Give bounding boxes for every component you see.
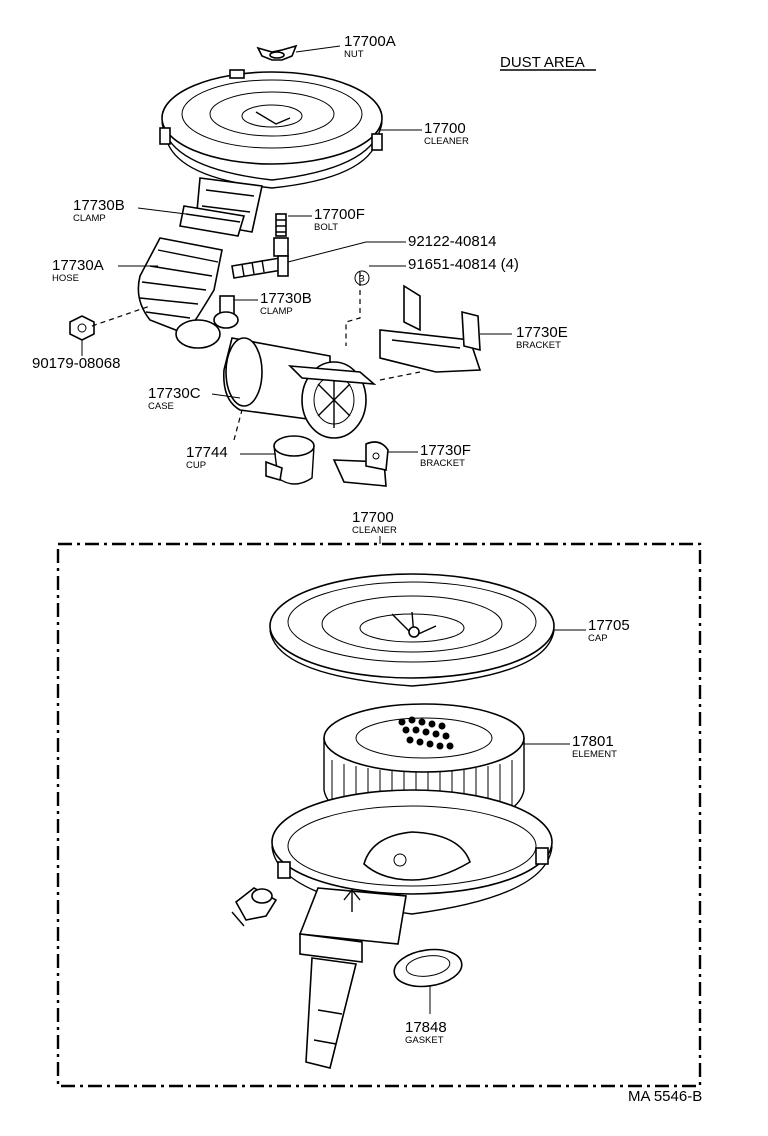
callout-17705: 17705 CAP	[554, 617, 630, 644]
part-name-bolt: BOLT	[314, 222, 338, 233]
cap-part	[269, 573, 555, 687]
cup-part	[265, 435, 315, 485]
part-number-17700: 17700	[424, 120, 466, 137]
part-number-17730B-mid: 17730B	[260, 290, 312, 307]
wing-nut-part	[256, 44, 298, 61]
upper-assembly-drawing	[69, 44, 482, 487]
latch-part	[231, 887, 278, 927]
part-number-17848: 17848	[405, 1019, 447, 1036]
part-number-17730F: 17730F	[420, 442, 471, 459]
bolt-part	[231, 213, 289, 279]
part-number-17730B-top: 17730B	[73, 197, 125, 214]
part-name-nut: NUT	[344, 49, 364, 60]
part-number-17744: 17744	[186, 444, 228, 461]
assembly-callout-17700: 17700 CLEANER	[352, 509, 397, 544]
callout-17700F: 17700F BOLT	[288, 206, 365, 233]
dust-area-label: DUST AREA	[500, 54, 585, 71]
part-number-91651: 91651-40814 (4)	[408, 256, 519, 273]
case-part	[223, 337, 377, 439]
callout-17730B-top: 17730B CLAMP	[73, 197, 187, 224]
part-number-17700F: 17700F	[314, 206, 365, 223]
part-name-bracket-e: BRACKET	[516, 340, 561, 351]
part-name-cleaner: CLEANER	[424, 136, 469, 147]
callout-17700A: 17700A NUT	[295, 33, 396, 60]
assembly-number: 17700	[352, 509, 394, 526]
part-number-92122: 92122-40814	[408, 233, 496, 250]
part-number-17730C: 17730C	[148, 385, 201, 402]
housing-base-part	[271, 789, 553, 1069]
part-number-90179: 90179-08068	[32, 355, 120, 372]
callout-90179: 90179-08068	[32, 340, 120, 372]
exploded-view-frame	[56, 542, 702, 1088]
part-name-clamp-top: CLAMP	[73, 213, 106, 224]
hex-nut-part	[69, 315, 95, 341]
assembly-name: CLEANER	[352, 525, 397, 536]
part-number-17700A: 17700A	[344, 33, 396, 50]
callout-91651: 91651-40814 (4)	[369, 256, 519, 273]
part-number-17705: 17705	[588, 617, 630, 634]
part-number-17730A: 17730A	[52, 257, 104, 274]
callout-17801: 17801 ELEMENT	[524, 733, 617, 760]
part-name-cap: CAP	[588, 633, 608, 644]
part-name-cup: CUP	[186, 460, 206, 471]
middle-clamp-part	[213, 295, 239, 329]
callout-17730C: 17730C CASE	[148, 385, 241, 412]
callout-17730F: 17730F BRACKET	[388, 442, 471, 469]
callout-17700: 17700 CLEANER	[380, 120, 469, 147]
part-name-case: CASE	[148, 401, 174, 412]
circle-b-letter: B	[359, 274, 365, 285]
callout-17730B-mid: 17730B CLAMP	[234, 290, 312, 317]
callout-92122: 92122-40814	[287, 233, 496, 263]
callout-17730E: 17730E BRACKET	[480, 324, 568, 351]
callout-17730A: 17730A HOSE	[52, 257, 158, 284]
bracket-e-part	[379, 284, 482, 373]
part-name-gasket: GASKET	[405, 1035, 444, 1046]
part-number-17730E: 17730E	[516, 324, 568, 341]
part-name-hose: HOSE	[52, 273, 79, 284]
part-name-bracket-f: BRACKET	[420, 458, 465, 469]
circle-b-marker	[354, 270, 370, 286]
gasket-part	[393, 948, 463, 988]
callout-17848: 17848 GASKET	[405, 986, 447, 1046]
drawing-code: MA 5546-B	[628, 1088, 702, 1105]
upper-clamp-part	[179, 205, 246, 237]
callout-17744: 17744 CUP	[186, 444, 276, 471]
part-name-element: ELEMENT	[572, 749, 617, 760]
bracket-f-part	[332, 441, 389, 487]
part-number-17801: 17801	[572, 733, 614, 750]
air-cleaner-housing-part	[159, 69, 383, 189]
hose-part	[137, 237, 223, 349]
part-name-clamp-mid: CLAMP	[260, 306, 293, 317]
